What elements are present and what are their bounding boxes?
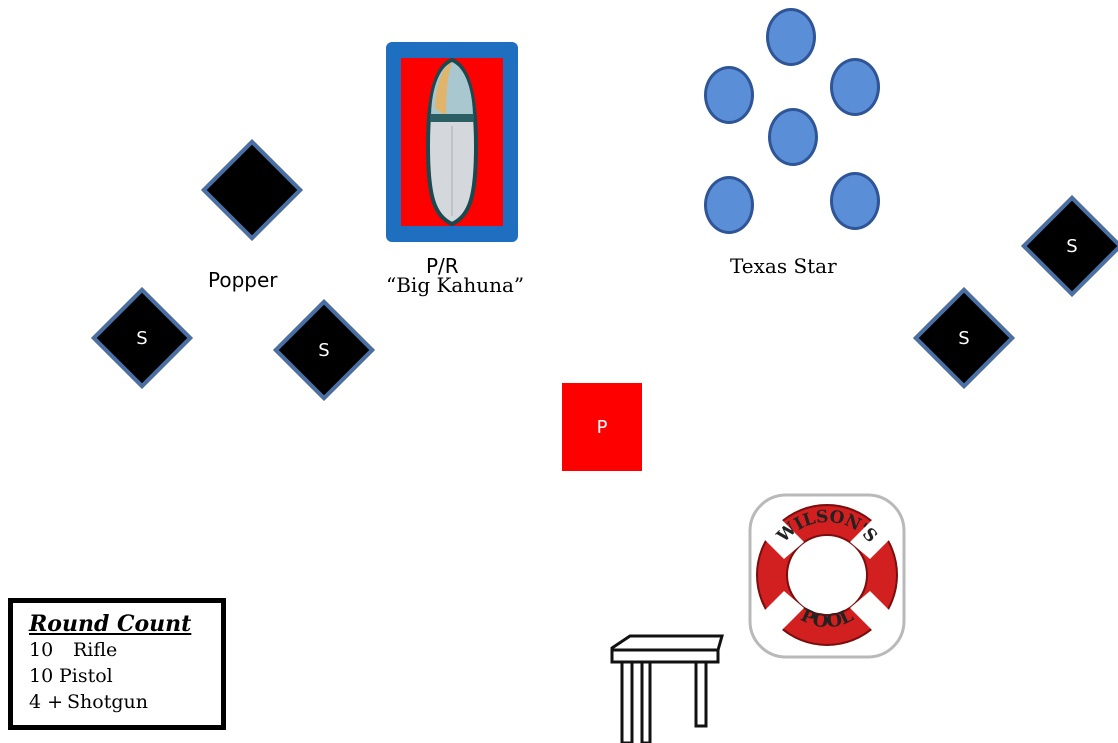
shotgun-target-label: S — [136, 327, 148, 349]
wilsons-pool-logo: WILSON'S POOL — [744, 487, 910, 663]
surfboard-icon — [425, 57, 479, 227]
popper-label: Popper — [208, 268, 278, 292]
texas-star-label: Texas Star — [730, 254, 837, 278]
shotgun-target-label: S — [1066, 235, 1078, 257]
pr-label: P/R — [426, 254, 459, 278]
round-count-weapon: Rifle — [73, 639, 118, 661]
round-count-row: 10 Rifle — [29, 639, 117, 661]
texas-star-plate — [766, 8, 816, 66]
pistol-position-label: P — [596, 416, 608, 438]
round-count-number: 4 + — [29, 691, 64, 713]
texas-star-plate — [830, 172, 880, 230]
round-count-row: 4 +Shotgun — [29, 691, 148, 713]
pistol-position: P — [562, 383, 642, 471]
round-count-number: 10 — [29, 665, 54, 687]
popper-target — [201, 139, 303, 241]
big-kahuna-target — [386, 42, 518, 242]
shotgun-target-label: S — [318, 339, 330, 361]
shotgun-target-label: S — [958, 327, 970, 349]
texas-star-plate — [704, 176, 754, 234]
round-count-number: 10 — [29, 639, 54, 661]
life-ring-icon: WILSON'S POOL — [748, 493, 906, 659]
round-count-title: Round Count — [29, 611, 192, 637]
table-icon — [610, 634, 724, 743]
texas-star-plate — [768, 108, 818, 166]
round-count-weapon: Shotgun — [67, 691, 148, 713]
big-kahuna-label: “Big Kahuna” — [386, 273, 525, 297]
texas-star-plate — [704, 66, 754, 124]
texas-star-plate — [830, 58, 880, 116]
round-count-weapon: Pistol — [59, 665, 113, 687]
